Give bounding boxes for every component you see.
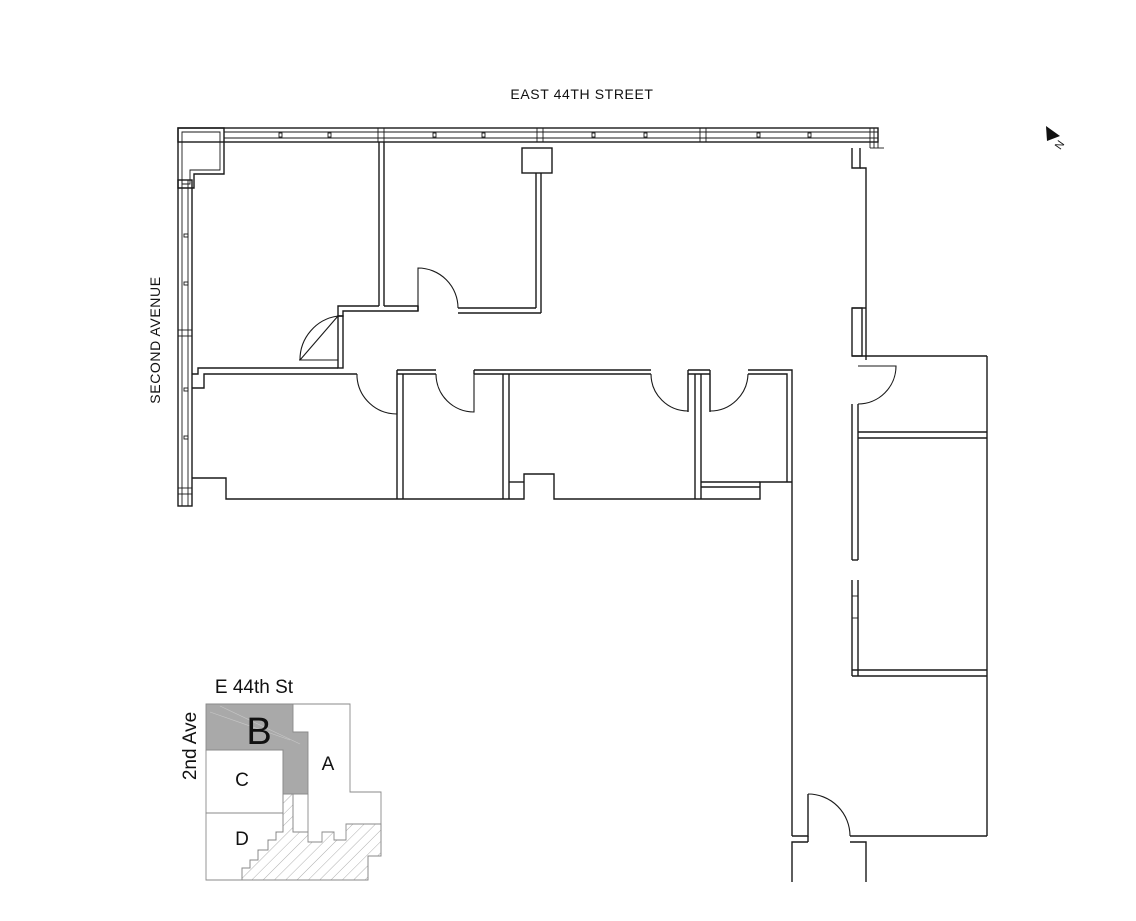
key-label-c: C — [235, 770, 249, 791]
office-top-left — [337, 142, 419, 317]
north-arrow-icon: N — [1046, 126, 1067, 152]
right-wall — [851, 148, 988, 836]
key-label-d: D — [235, 829, 249, 850]
top-window-wall — [177, 127, 884, 149]
office-top-center — [458, 173, 542, 314]
door-right-wing — [857, 365, 897, 405]
door-office-3 — [650, 373, 689, 412]
door-office-1 — [356, 374, 398, 415]
door-top-center — [417, 267, 459, 309]
north-label: N — [1053, 139, 1067, 152]
street-label-left: SECOND AVENUE — [147, 276, 163, 403]
right-wing — [851, 365, 987, 677]
key-plan-street-left: 2nd Ave — [180, 712, 201, 780]
left-window-wall — [177, 179, 193, 507]
corner-column — [177, 127, 225, 189]
door-top-left — [299, 315, 339, 361]
key-label-a: A — [322, 754, 335, 775]
office-row — [192, 367, 793, 500]
door-office-4 — [709, 373, 749, 412]
south-corridor — [791, 482, 987, 882]
key-label-b: B — [246, 711, 271, 753]
key-plan-street-top: E 44th St — [215, 677, 294, 698]
door-south — [807, 793, 851, 837]
key-plan: E 44th St 2nd Ave B A C D — [180, 677, 382, 881]
key-common-area — [241, 793, 382, 881]
column-top — [521, 147, 553, 174]
street-label-top: EAST 44TH STREET — [510, 86, 653, 102]
door-office-2 — [435, 373, 475, 413]
